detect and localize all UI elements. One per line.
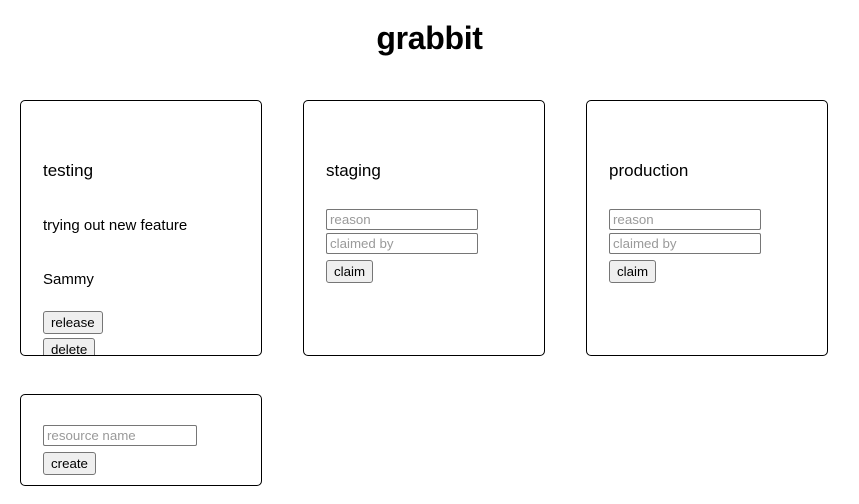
resource-name-production: production bbox=[609, 161, 689, 180]
resource-card-production: production claim bbox=[586, 100, 828, 356]
reason-input-production[interactable] bbox=[609, 209, 761, 230]
delete-button[interactable]: delete bbox=[43, 338, 96, 355]
page-title: grabbit bbox=[376, 20, 483, 56]
resource-card-testing: testing trying out new feature Sammy rel… bbox=[20, 100, 262, 356]
create-resource-form: create bbox=[43, 425, 239, 475]
claim-form-production: claim bbox=[609, 209, 805, 283]
claimed-by-input-staging[interactable] bbox=[326, 233, 478, 254]
create-resource-card: create bbox=[20, 394, 262, 486]
resource-card-list: testing trying out new feature Sammy rel… bbox=[20, 100, 828, 356]
resource-actions-testing: release delete bbox=[43, 311, 239, 355]
claim-button-production[interactable]: claim bbox=[609, 260, 657, 283]
claimed-by-input-production[interactable] bbox=[609, 233, 761, 254]
resource-name-staging: staging bbox=[326, 161, 381, 180]
claim-form-staging: claim bbox=[326, 209, 522, 283]
resource-claimed-by-testing: Sammy bbox=[43, 271, 94, 288]
create-button-row: create bbox=[43, 452, 96, 475]
resource-reason-testing: trying out new feature bbox=[43, 217, 188, 234]
reason-input-staging[interactable] bbox=[326, 209, 478, 230]
create-button[interactable]: create bbox=[43, 452, 96, 475]
resource-card-staging: staging claim bbox=[303, 100, 545, 356]
claim-button-row-production: claim bbox=[609, 260, 657, 283]
claim-button-staging[interactable]: claim bbox=[326, 260, 374, 283]
claim-button-row-staging: claim bbox=[326, 260, 374, 283]
resource-name-testing: testing bbox=[43, 161, 94, 180]
resource-name-input[interactable] bbox=[43, 425, 197, 446]
release-button[interactable]: release bbox=[43, 311, 103, 334]
